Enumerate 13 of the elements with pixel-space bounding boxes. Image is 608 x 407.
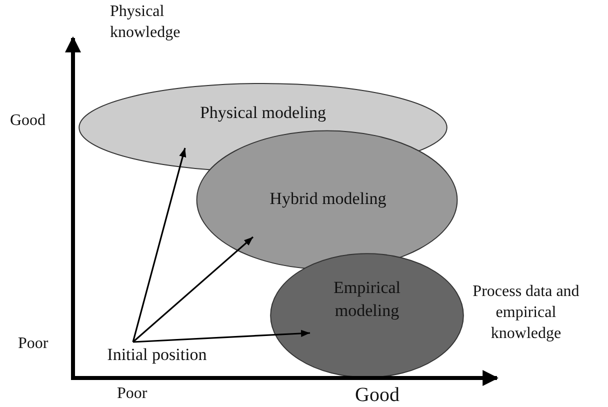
region-label: Empirical modeling: [332, 277, 402, 322]
region-label: Hybrid modeling: [268, 188, 388, 210]
arrow: [132, 236, 254, 343]
axis-label: Poor: [18, 334, 48, 354]
axis-label: Good: [10, 111, 46, 131]
axis-label: Poor: [117, 384, 148, 404]
axis-label: Process data and empirical knowledge: [472, 282, 580, 344]
axis-label: Physical knowledge: [110, 2, 182, 43]
point-label: Initial position: [106, 344, 208, 366]
arrow: [132, 148, 186, 342]
arrow: [132, 330, 310, 343]
axis-label: Good: [355, 383, 400, 407]
region-label: Physical modeling: [198, 102, 328, 124]
